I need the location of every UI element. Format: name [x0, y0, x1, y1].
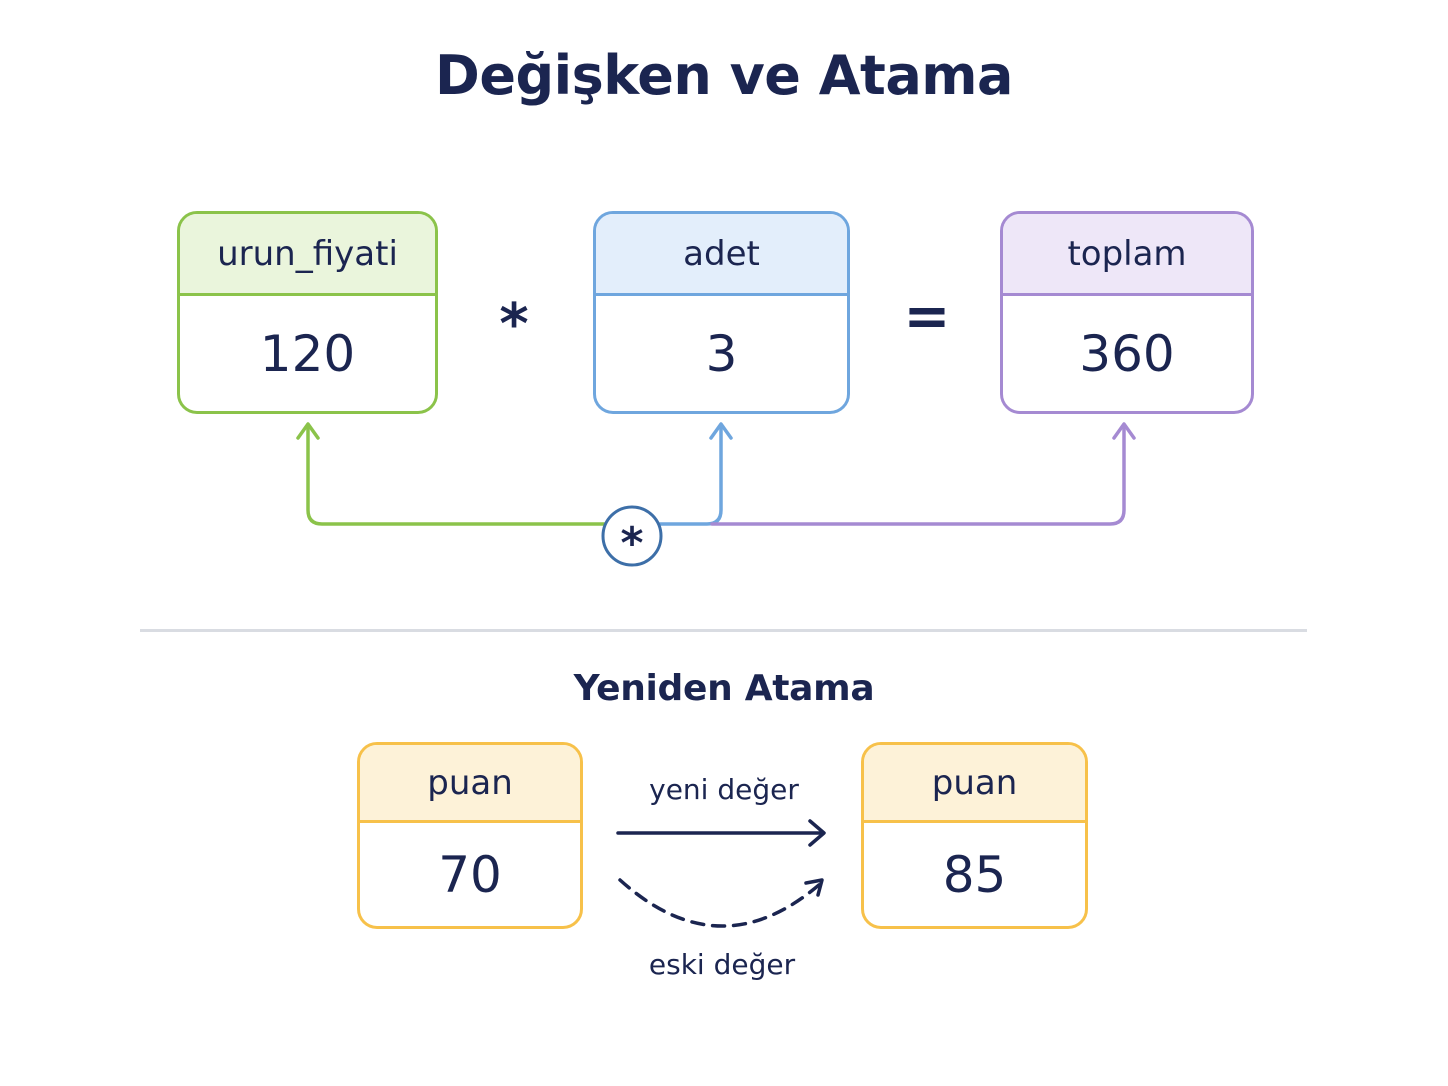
variable-value: 120: [259, 324, 356, 383]
variable-box-puan-old: puan 70: [357, 742, 583, 929]
variable-name: puan: [864, 745, 1085, 823]
variable-name: puan: [360, 745, 580, 823]
new-value-arrowhead: [808, 819, 826, 847]
section-divider: [140, 629, 1307, 632]
arrow-to-adet: [658, 424, 723, 526]
old-value-label: eski değer: [648, 948, 796, 981]
variable-name: urun_fiyati: [180, 214, 435, 296]
arrowhead-green: [296, 422, 320, 440]
reassignment-title: Yeniden Atama: [573, 668, 875, 709]
arrowhead-blue: [709, 422, 733, 440]
variable-value: 85: [942, 845, 1007, 904]
arrowhead-purple: [1112, 422, 1136, 440]
arrow-to-toplam: [710, 424, 1126, 526]
diagram-title: Değişken ve Atama: [435, 44, 1013, 107]
variable-box-urun-fiyati: urun_fiyati 120: [177, 211, 438, 414]
variable-name: toplam: [1003, 214, 1251, 296]
multiply-node-symbol: *: [620, 518, 643, 569]
arrow-to-urun-fiyati: [306, 424, 606, 526]
variable-value: 3: [705, 324, 738, 383]
multiply-node-circle: [601, 505, 663, 567]
new-value-label: yeni değer: [649, 773, 799, 806]
variable-box-puan-new: puan 85: [861, 742, 1088, 929]
equals-operator: =: [903, 284, 951, 349]
variable-box-adet: adet 3: [593, 211, 850, 414]
old-value-arrowhead: [804, 878, 824, 897]
variable-name: adet: [596, 214, 847, 296]
variable-value: 70: [438, 845, 502, 904]
variable-box-toplam: toplam 360: [1000, 211, 1254, 414]
old-value-arrow: [618, 878, 822, 928]
variable-value: 360: [1079, 324, 1175, 383]
multiply-operator: *: [499, 292, 529, 357]
